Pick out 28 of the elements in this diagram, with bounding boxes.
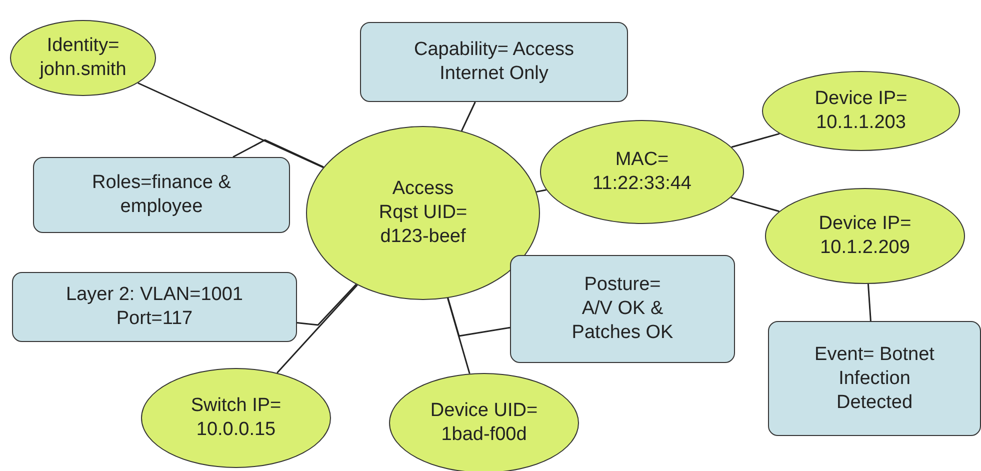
node-label: Device IP= 10.1.2.209 — [818, 212, 912, 260]
attribute-box — [360, 22, 628, 102]
connector-line — [296, 284, 357, 326]
node-label: Identity= john.smith — [38, 34, 128, 82]
connector-line — [447, 298, 510, 337]
connector-line — [536, 189, 546, 193]
node-label: Posture= A/V OK & Patches OK — [570, 273, 674, 345]
connector-line — [138, 82, 324, 168]
node-label: Roles=finance & employee — [91, 171, 232, 219]
node-label: Device IP= 10.1.1.203 — [814, 87, 908, 135]
node-label: Event= Botnet Infection Detected — [814, 342, 936, 414]
node-label: Switch IP= 10.0.0.15 — [190, 394, 282, 442]
connector-line — [276, 284, 358, 374]
attribute-box — [33, 157, 290, 233]
connector-line — [460, 102, 476, 132]
connector-line — [232, 139, 324, 168]
attribute-box — [12, 272, 297, 342]
attribute-box — [768, 321, 981, 436]
node-label: Capability= Access Internet Only — [413, 38, 575, 86]
connector-line — [867, 284, 872, 322]
node-label: Device UID= 1bad-f00d — [429, 399, 539, 447]
node-label: Layer 2: VLAN=1001 Port=117 — [65, 283, 244, 331]
node-label: MAC= 11:22:33:44 — [592, 148, 692, 196]
connector-line — [730, 196, 780, 212]
attribute-box — [510, 255, 735, 363]
connector-line — [446, 298, 470, 374]
connector-line — [731, 132, 780, 148]
node-label: Access Rqst UID= d123-beef — [378, 177, 468, 249]
